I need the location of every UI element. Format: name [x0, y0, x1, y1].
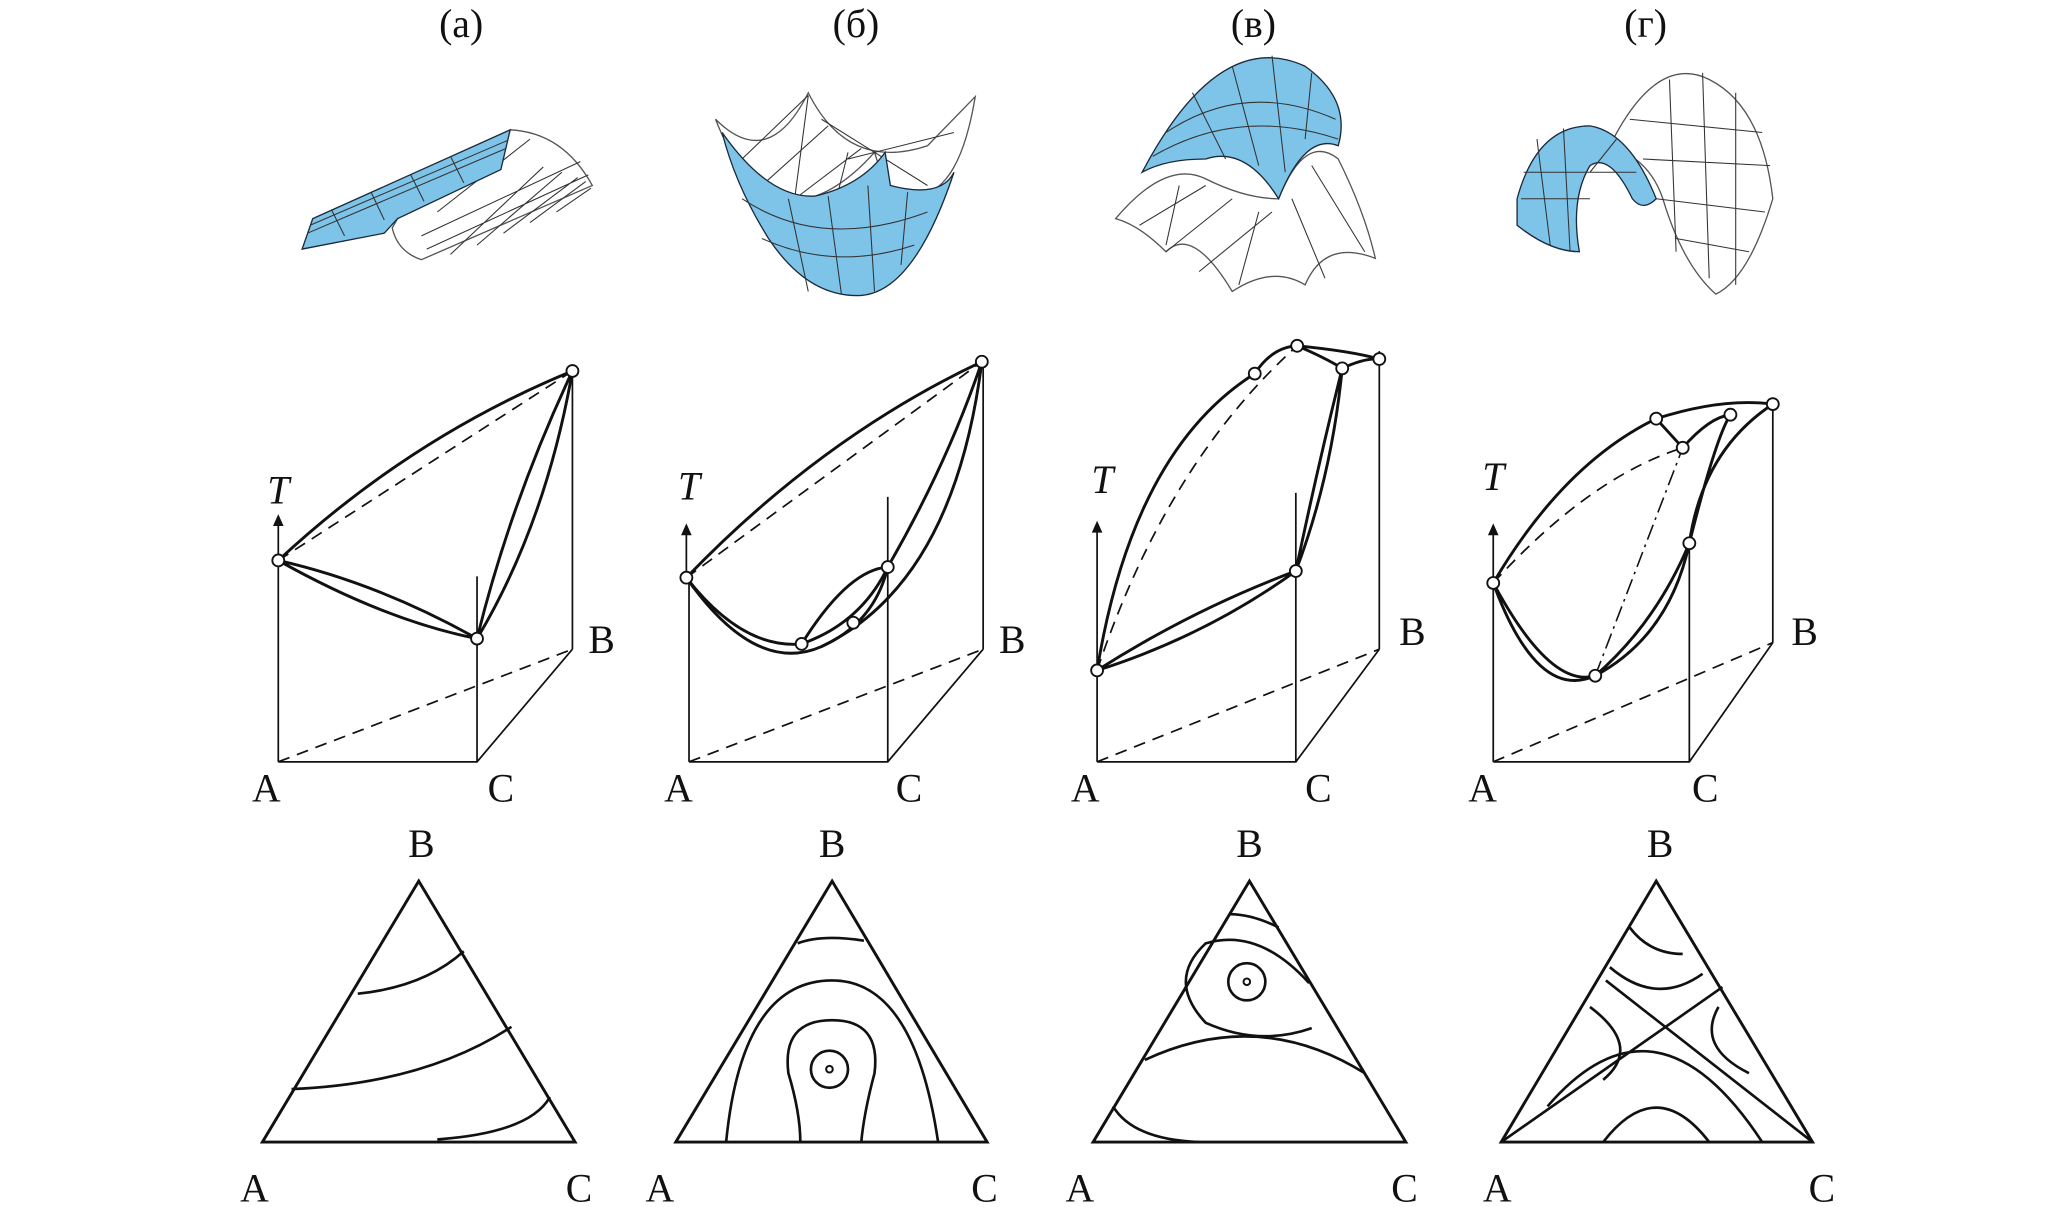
t-axis-arrow-icon	[272, 514, 284, 526]
triangle-label-b: B	[819, 822, 846, 866]
prism-label-b: B	[588, 618, 615, 662]
panel-label-v: (в)	[1231, 2, 1276, 46]
panel-label-a: (а)	[439, 2, 483, 46]
prism-label-b: B	[1399, 610, 1426, 654]
axis-label-t: T	[1091, 458, 1116, 502]
triangle-diagram-g: B A C	[1483, 822, 1835, 1207]
surface-a-half-cylinder	[301, 128, 594, 261]
triangle-label-c: C	[1391, 1167, 1418, 1207]
prism-diagram-a: T A C B	[252, 364, 615, 811]
prism-label-b: B	[999, 618, 1026, 662]
prism-label-a: A	[664, 767, 693, 811]
prism-diagram-b: T A C B	[664, 354, 1026, 811]
triangle-label-c: C	[1809, 1167, 1836, 1207]
surface-g-saddle	[1516, 72, 1774, 295]
t-axis-arrow-icon	[681, 523, 692, 536]
prism-label-c: C	[896, 767, 923, 811]
prism-label-a: A	[252, 767, 281, 811]
prism-label-c: C	[1692, 767, 1719, 811]
triangle-label-b: B	[408, 822, 435, 866]
panel-label-g: (г)	[1624, 2, 1667, 46]
triangle-label-a: A	[646, 1167, 675, 1207]
prism-label-c: C	[488, 767, 515, 811]
triangle-label-b: B	[1236, 822, 1263, 866]
surface-b-paraboloid-minimum	[714, 91, 977, 297]
axis-label-t: T	[267, 468, 292, 512]
triangle-diagram-v: B A C	[1066, 822, 1418, 1207]
prism-label-a: A	[1468, 767, 1497, 811]
triangle-label-b: B	[1647, 822, 1674, 866]
surface-v-paraboloid-maximum	[1114, 55, 1377, 293]
prism-label-a: A	[1071, 767, 1100, 811]
triangle-label-a: A	[1066, 1167, 1095, 1207]
prism-label-c: C	[1305, 767, 1332, 811]
triangle-label-c: C	[971, 1167, 998, 1207]
panel-label-b: (б)	[833, 2, 880, 46]
prism-diagram-g: T A C B	[1468, 397, 1818, 811]
triangle-label-a: A	[240, 1167, 269, 1207]
prism-diagram-v: T A C B	[1071, 338, 1426, 811]
axis-label-t: T	[678, 464, 703, 508]
triangle-diagram-a: B A C	[240, 822, 592, 1207]
axis-label-t: T	[1482, 455, 1507, 499]
t-axis-arrow-icon	[1091, 520, 1103, 533]
triangle-label-a: A	[1483, 1167, 1512, 1207]
prism-label-b: B	[1791, 610, 1818, 654]
triangle-label-c: C	[566, 1167, 593, 1207]
triangle-diagram-b: B A C	[646, 822, 998, 1207]
t-axis-arrow-icon	[1487, 523, 1499, 536]
